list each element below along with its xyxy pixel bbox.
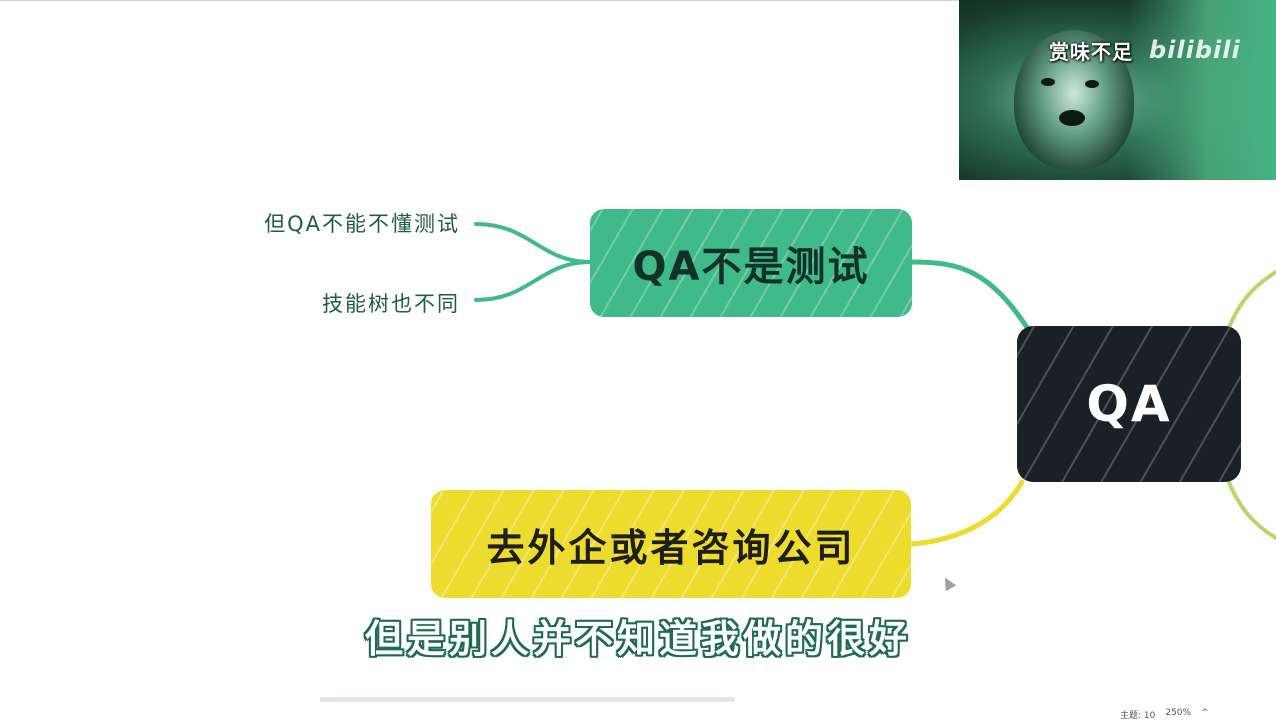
link-root-to-yellow — [909, 479, 1025, 547]
topic-node-qa-not-test[interactable]: QA不是测试 — [590, 209, 912, 317]
link-root-right-bottom — [1226, 478, 1276, 540]
topic-count: 主题: 10 — [1120, 711, 1156, 721]
status-bar: 主题: 10 250% ^ — [1120, 708, 1276, 721]
avatar — [1014, 30, 1134, 170]
topic-node-foreign-company[interactable]: 去外企或者咨询公司 — [431, 490, 911, 598]
link-main-to-leaf-2 — [474, 260, 592, 302]
horizontal-scrollbar[interactable] — [320, 697, 735, 702]
leaf-node-qa-test[interactable]: 但QA不能不懂测试 — [264, 212, 460, 236]
link-root-to-main — [909, 259, 1033, 335]
webcam-overlay: 赏味不足 bilibili — [959, 0, 1276, 180]
bilibili-logo: bilibili — [1149, 36, 1241, 64]
leaf-node-skill-tree[interactable]: 技能树也不同 — [322, 292, 460, 316]
webcam-glow — [1126, 0, 1276, 180]
root-node-qa[interactable]: QA — [1017, 326, 1241, 482]
zoom-level[interactable]: 250% — [1165, 708, 1192, 718]
avatar-eye-right — [1085, 80, 1099, 88]
top-border — [0, 0, 1276, 1]
avatar-nose — [1059, 110, 1085, 126]
webcam-caption: 赏味不足 — [1049, 40, 1133, 64]
avatar-eye-left — [1041, 78, 1055, 86]
link-main-to-leaf-1 — [474, 222, 592, 264]
chevron-up-icon[interactable]: ^ — [1201, 708, 1209, 718]
video-subtitle: 但是别人并不知道我做的很好 — [364, 617, 911, 661]
link-root-right-top — [1226, 270, 1276, 332]
